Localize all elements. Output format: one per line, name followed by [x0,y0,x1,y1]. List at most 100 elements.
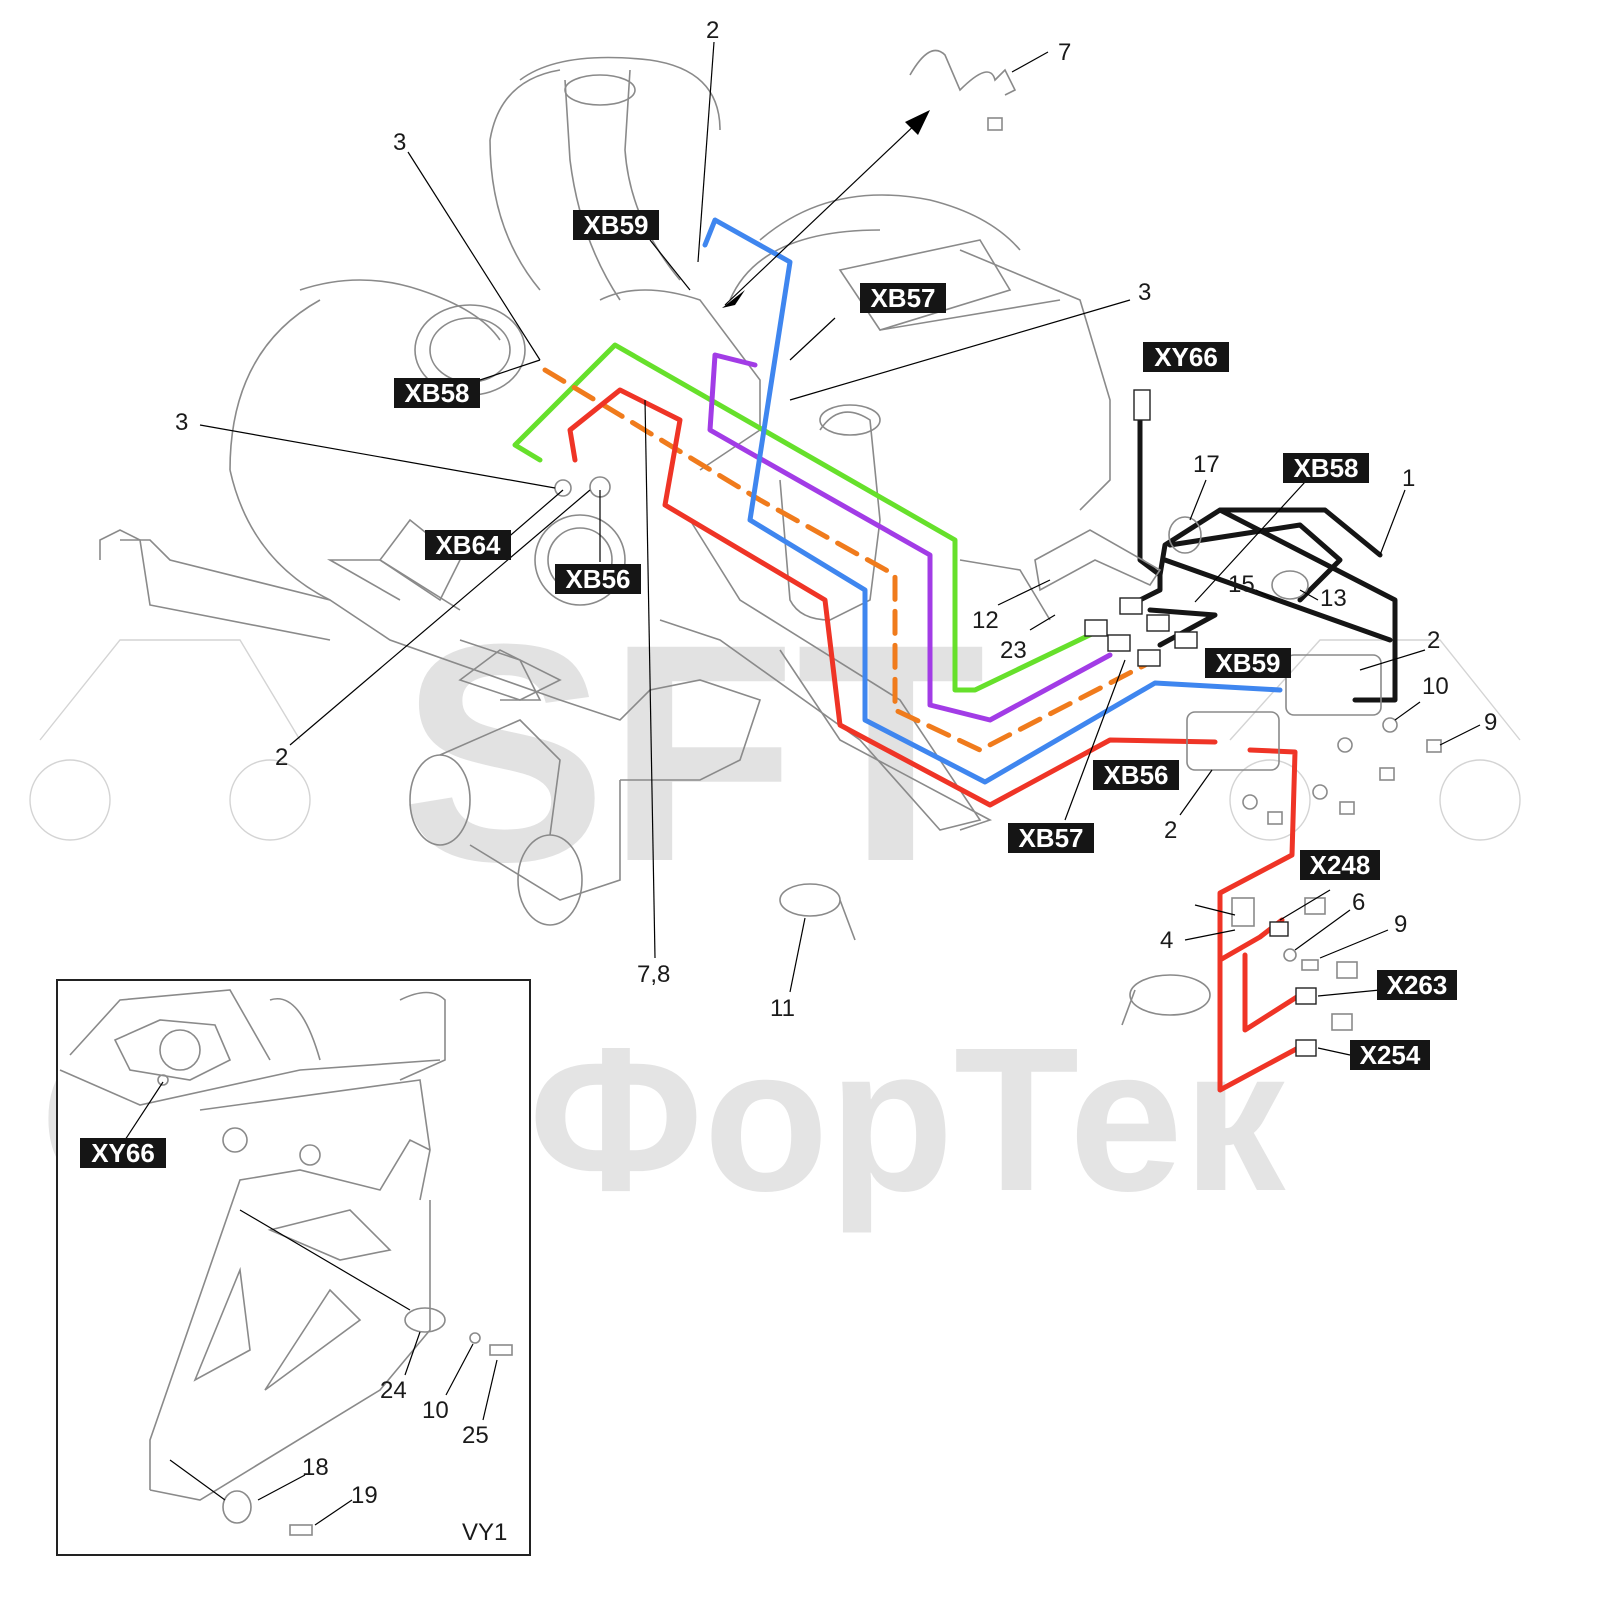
inset-leaders [124,1081,498,1526]
sensor-xb59 [1285,654,1382,716]
inset-frame [56,979,531,1556]
svg-text:X248: X248 [1310,850,1371,880]
svg-text:XB58: XB58 [404,378,469,408]
svg-text:XB57: XB57 [1018,823,1083,853]
svg-text:XB56: XB56 [565,564,630,594]
sensor-xb56 [1186,711,1280,771]
callout-2: 2 [1164,817,1177,844]
connector-block [1107,634,1131,652]
svg-text:XB64: XB64 [435,530,501,560]
inset-vy1: XY66 24 10 25 18 19 VY1 [56,979,531,1556]
callout-13: 13 [1320,585,1347,612]
callout-9: 9 [1394,911,1407,938]
washer-10 [1382,717,1398,733]
callout-7: 7 [1058,39,1071,66]
bolt [1267,811,1283,825]
clamp-17 [1168,516,1202,554]
callout-7-8: 7,8 [637,961,670,988]
wire-blue [702,217,1283,785]
tag-xb59: XB59 [573,210,659,240]
cable-tie-11-tail [839,899,856,941]
connector-block [1174,631,1198,649]
callout-19: 19 [351,1482,378,1509]
callout-17: 17 [1193,451,1220,478]
callout-3: 3 [1138,279,1151,306]
connector-block [1084,619,1108,637]
tag-xb58: XB58 [1283,453,1369,483]
tag-xb57: XB57 [860,283,946,313]
callout-3: 3 [393,129,406,156]
svg-text:XB58: XB58 [1293,453,1358,483]
tag-xb56: XB56 [1093,760,1179,790]
callout-11: 11 [770,995,795,1022]
connector-block [1119,597,1143,615]
callout-6: 6 [1352,889,1365,916]
svg-text:X263: X263 [1387,970,1448,1000]
callout-10: 10 [422,1397,449,1424]
callout-9: 9 [1484,709,1497,736]
tag-x263: X263 [1377,970,1457,1000]
wire-red [567,387,1303,1093]
tag-xb58: XB58 [394,378,480,408]
svg-text:XB59: XB59 [583,210,648,240]
arrow-down-icon [722,290,745,308]
tag-xy66: XY66 [80,1138,166,1168]
bolt [1379,767,1395,781]
callout-3: 3 [175,409,188,436]
arrow-up-icon [905,110,930,135]
bracket-7 [909,49,1017,96]
callout-4: 4 [1160,927,1173,954]
xy66-plug [1133,389,1151,421]
callout-2: 2 [1427,627,1440,654]
connector-block [1146,614,1170,632]
sensor-xb64 [554,479,572,497]
tag-xb64: XB64 [425,530,511,560]
connector-x248 [1269,921,1289,937]
callout-25: 25 [462,1422,489,1449]
svg-text:XB57: XB57 [870,283,935,313]
cap [1336,961,1358,979]
wire-orange [542,367,1148,753]
tag-xb57: XB57 [1008,823,1094,853]
tag-xb56: XB56 [555,564,641,594]
wire-black [1127,417,1398,703]
bolt-7 [987,117,1003,131]
plate-4 [1231,897,1255,927]
svg-text:XB56: XB56 [1103,760,1168,790]
cable-tie-tail [1121,989,1136,1026]
cap [1304,897,1326,915]
leader-lines [199,41,1481,1056]
callout-23: 23 [1000,637,1027,664]
inset-label: VY1 [462,1519,507,1546]
clamp-13 [1271,570,1309,600]
bracket-12 [1034,529,1162,592]
callout-10: 10 [1422,673,1449,700]
bolt-9 [1426,739,1442,753]
callout-1: 1 [1402,465,1415,492]
svg-text:XB59: XB59 [1215,648,1280,678]
callout-24: 24 [380,1377,407,1404]
svg-text:XY66: XY66 [1154,342,1218,372]
tag-x248: X248 [1300,850,1380,880]
callout-2: 2 [706,17,719,44]
callout-18: 18 [302,1454,329,1481]
wire-purple [707,352,1113,723]
tag-xy66: XY66 [1143,342,1229,372]
connector-block [1137,649,1161,667]
connector-x254 [1295,1039,1317,1057]
inset-parts [59,989,513,1536]
tag-x254: X254 [1350,1040,1430,1070]
cap [1331,1013,1353,1031]
callouts: 2 7 3 3 3 2 7,8 17 1 15 13 12 23 2 10 9 … [175,17,1497,1022]
connector-tags: XB59 XB57 XB58 XB64 XB56 XY66 XB58 XB59 [394,210,1457,1070]
wire-harness [512,217,1398,1093]
washer-6 [1283,948,1297,962]
bolt-9 [1301,959,1319,971]
callout-15: 15 [1228,571,1255,598]
wire-green [512,342,1103,693]
svg-text:X254: X254 [1360,1040,1421,1070]
connector-x263 [1295,987,1317,1005]
washer [1242,794,1258,810]
tag-xb59: XB59 [1205,648,1291,678]
